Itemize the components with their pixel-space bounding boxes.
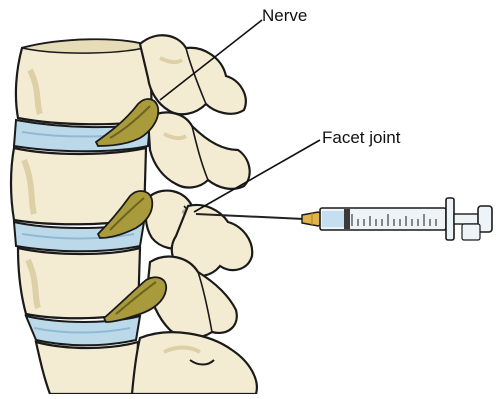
disc-3: [26, 316, 140, 345]
vertebra-body-bottom: [36, 342, 138, 394]
facet-joint-label: Facet joint: [322, 128, 400, 148]
syringe-icon: [302, 198, 492, 240]
nerve-label: Nerve: [262, 6, 307, 26]
posterior-elements-bottom: [132, 332, 257, 394]
posterior-elements-middle: [148, 112, 250, 188]
